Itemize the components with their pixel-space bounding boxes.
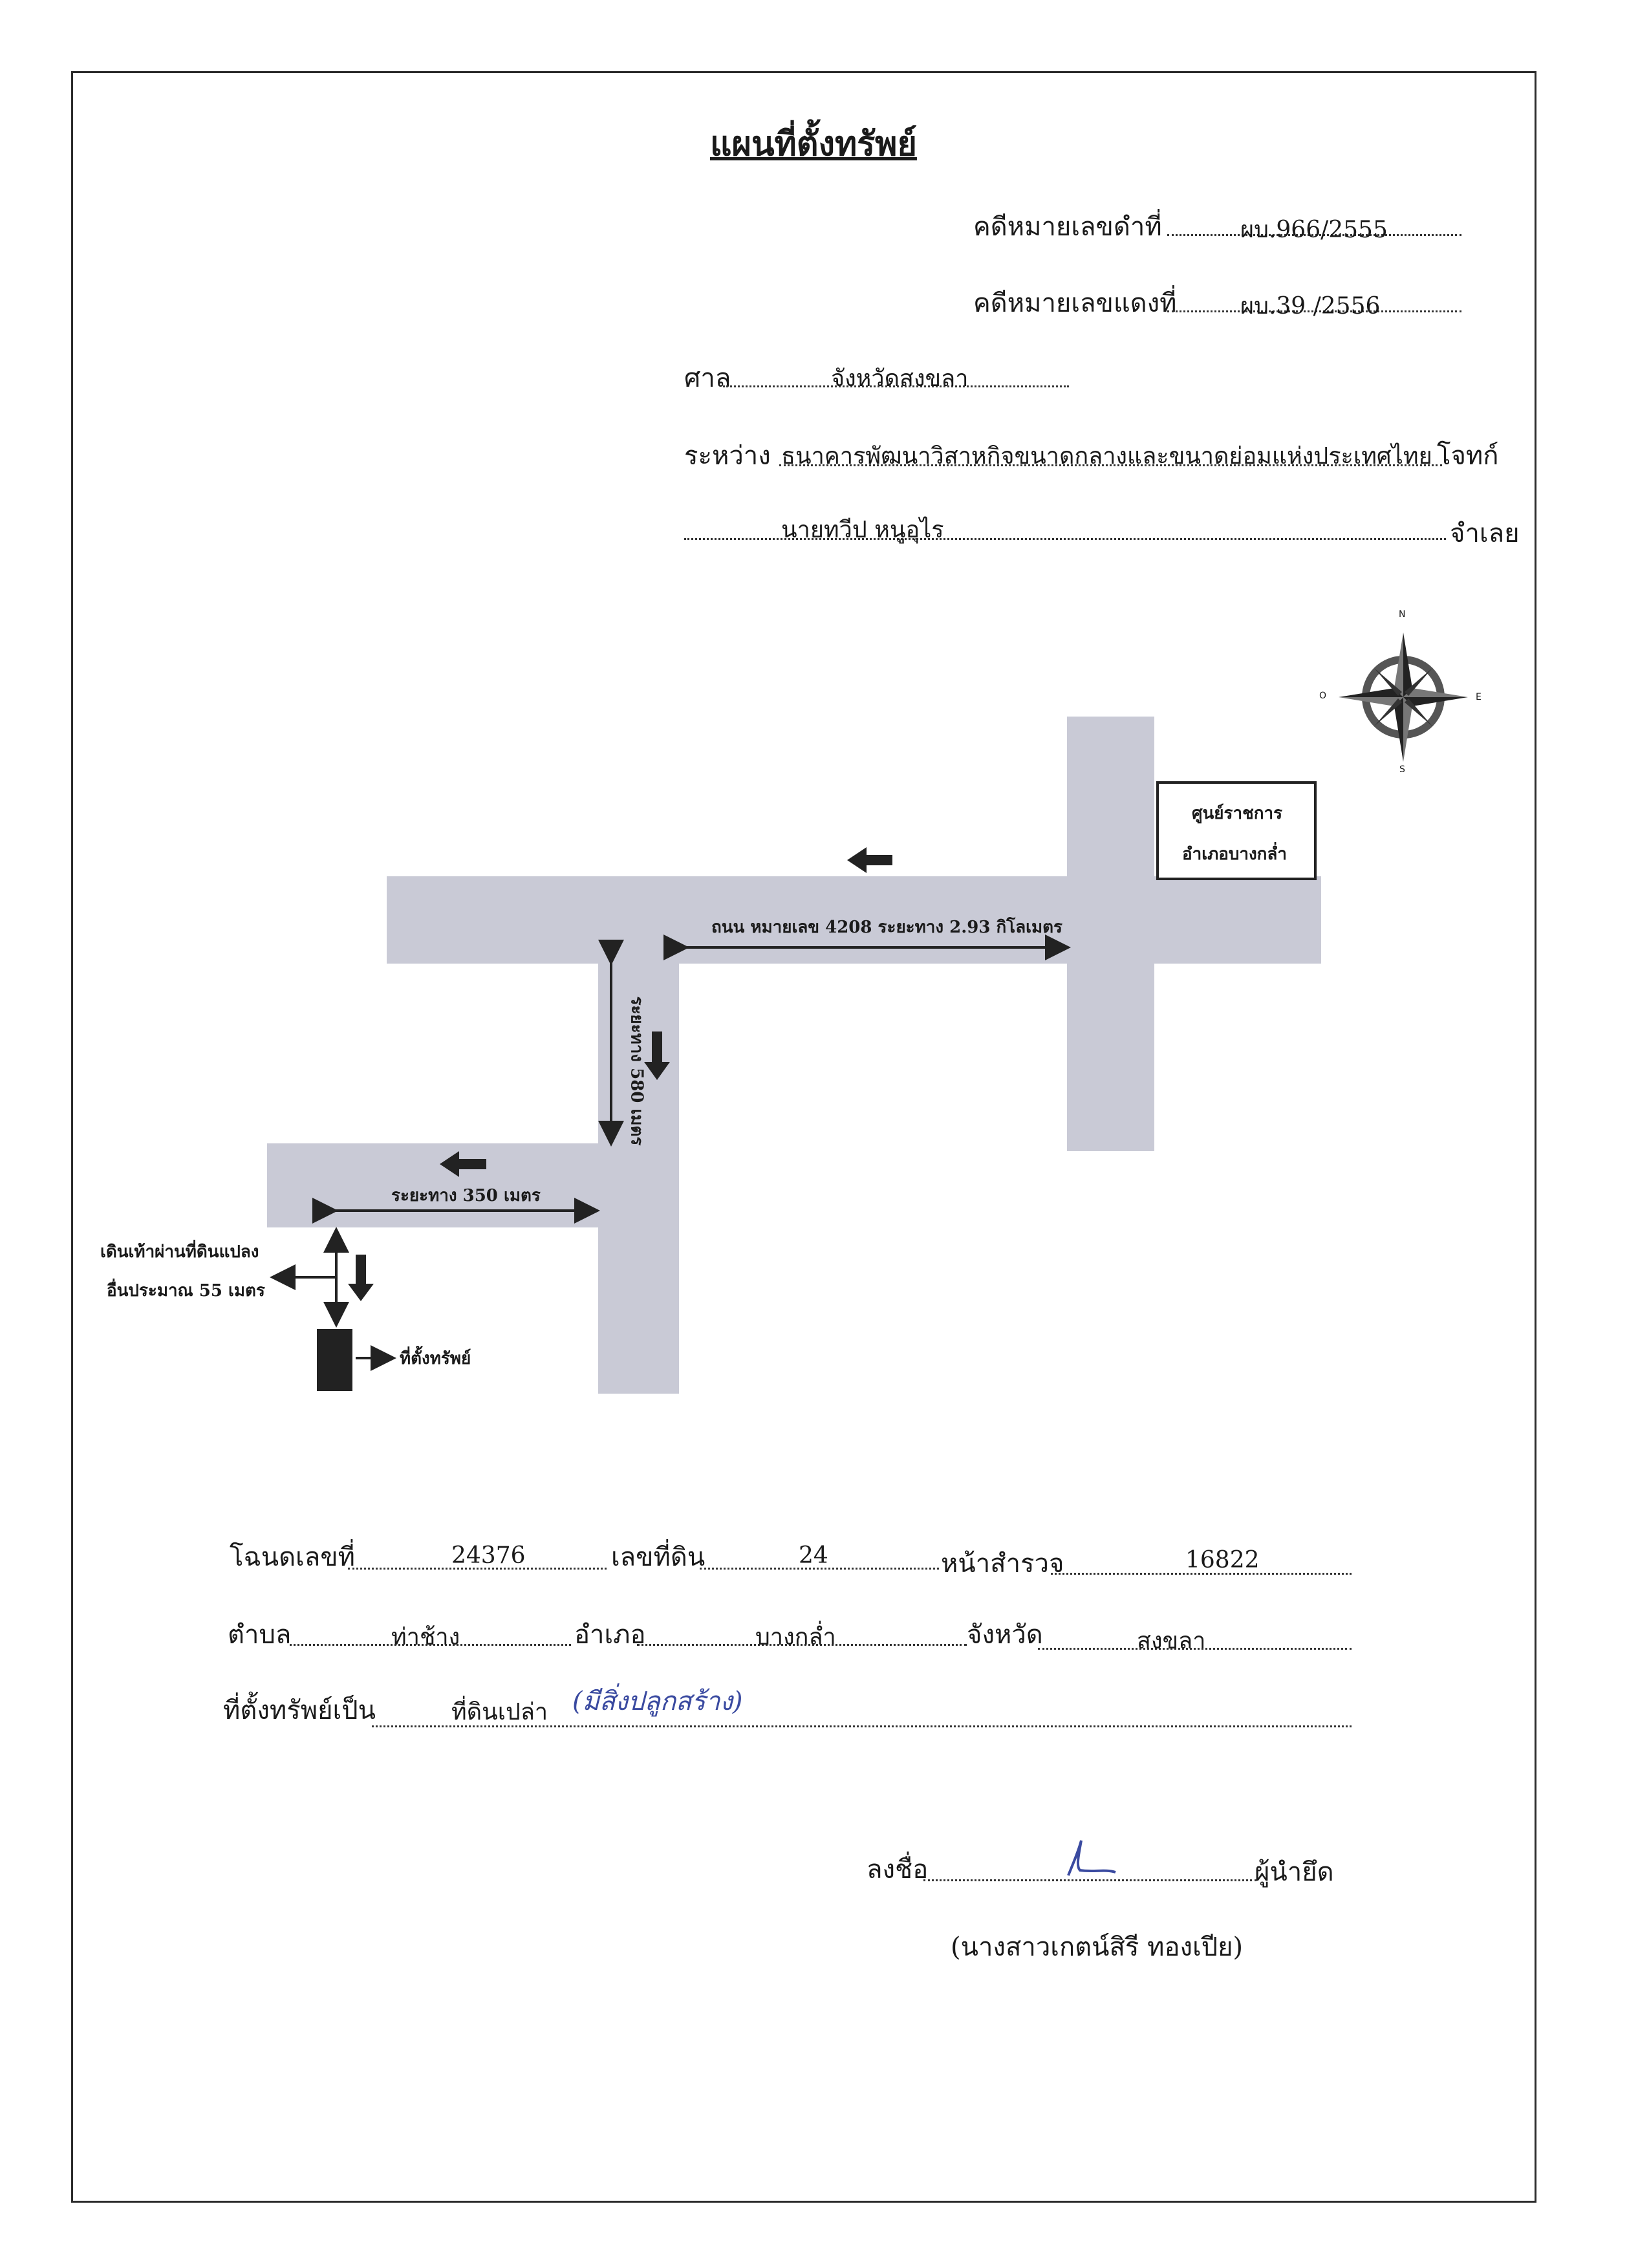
road-lower-label: ระยะทาง 350 เมตร (391, 1186, 541, 1205)
province-label: จังหวัด (967, 1620, 1043, 1650)
defendant-role: จำเลย (1450, 519, 1520, 548)
signer-role: ผู้นำยึด (1255, 1857, 1334, 1887)
road-main-label: ถนน หมายเลข 4208 ระยะทาง 2.93 กิโลเมตร (711, 918, 1063, 937)
subdistrict-dots (290, 1644, 571, 1646)
between-label: ระหว่าง (684, 441, 771, 471)
case-red-label: คดีหมายเลขแดงที่ (973, 288, 1177, 318)
walk-line2: อื่นประมาณ 55 เมตร (107, 1281, 265, 1301)
road-vertical-label: ระยะทาง 580 เมตร (627, 996, 647, 1146)
survey-dots (1051, 1573, 1352, 1575)
case-black-dots (1167, 234, 1461, 236)
arrow-left-main-icon (847, 847, 892, 873)
case-black-label: คดีหมายเลขดำที่ (973, 212, 1162, 242)
district-value: บางกล่ำ (755, 1624, 836, 1650)
sign-label: ลงชื่อ (867, 1855, 929, 1885)
province-dots (1038, 1648, 1352, 1650)
subdistrict-value: ท่าช้าง (391, 1624, 460, 1650)
deed-value: 24376 (451, 1542, 526, 1569)
signer-name: (นางสาวเกตน์สิรี ทองเปีย) (951, 1932, 1244, 1962)
court-dots (723, 385, 1069, 387)
page-title: แผนที่ตั้งทรัพย์ (710, 124, 917, 164)
province-value: สงขลา (1137, 1628, 1206, 1654)
survey-value: 16822 (1185, 1547, 1260, 1573)
property-type-dots (372, 1725, 1352, 1727)
district-label: อำเภอ (574, 1620, 646, 1650)
defendant-dots (684, 538, 1446, 540)
landmark-line1: ศูนย์ราชการ (1192, 804, 1283, 823)
land-no-dots (700, 1568, 939, 1570)
defendant-name: นายทวีป หนูอุไร (781, 517, 944, 543)
land-no-label: เลขที่ดิน (611, 1542, 706, 1572)
property-type-label: ที่ตั้งทรัพย์เป็น (223, 1696, 376, 1725)
arrow-down-walk-icon (348, 1255, 374, 1301)
property-type-value: ที่ดินเปล่า (451, 1699, 548, 1725)
compass-s: S (1399, 764, 1405, 775)
court-value: จังหวัดสงขลา (831, 365, 969, 392)
deed-label: โฉนดเลขที่ (230, 1542, 355, 1572)
road-right-vertical (1067, 717, 1154, 1151)
land-no-value: 24 (799, 1542, 828, 1569)
compass-w: O (1319, 691, 1327, 701)
subdistrict-label: ตำบล (228, 1620, 292, 1650)
property-label: ที่ตั้งทรัพย์ (400, 1349, 471, 1368)
landmark-line2: อำเภอบางกล่ำ (1182, 845, 1287, 864)
page-border (71, 71, 1536, 2203)
compass-n: N (1399, 609, 1406, 620)
plaintiff-dots (779, 464, 1442, 466)
signature-mark (1067, 1840, 1116, 1876)
district-dots (637, 1644, 967, 1646)
court-label: ศาล (684, 363, 731, 393)
plaintiff-role: โจทก์ (1437, 441, 1499, 471)
property-block (317, 1329, 352, 1391)
compass-icon (1339, 632, 1468, 762)
arrow-left-lower-icon (440, 1151, 486, 1177)
case-black-value: ผบ.966/2555 (1240, 217, 1388, 243)
landmark-box (1156, 781, 1317, 880)
sign-dots (923, 1879, 1256, 1881)
arrow-down-vertical-icon (644, 1031, 670, 1080)
walk-line1: เดินเท้าผ่านที่ดินแปลง (100, 1242, 259, 1262)
deed-dots (348, 1568, 607, 1570)
case-red-value: ผบ.39 /2556 (1240, 293, 1381, 319)
handwritten-note: (มีสิ่งปลูกสร้าง) (572, 1687, 743, 1716)
plaintiff-name: ธนาคารพัฒนาวิสาหกิจขนาดกลางและขนาดย่อมแห… (781, 443, 1432, 470)
compass-e: E (1476, 692, 1482, 702)
survey-label: หน้าสำรวจ (941, 1549, 1064, 1579)
case-red-dots (1167, 310, 1461, 312)
